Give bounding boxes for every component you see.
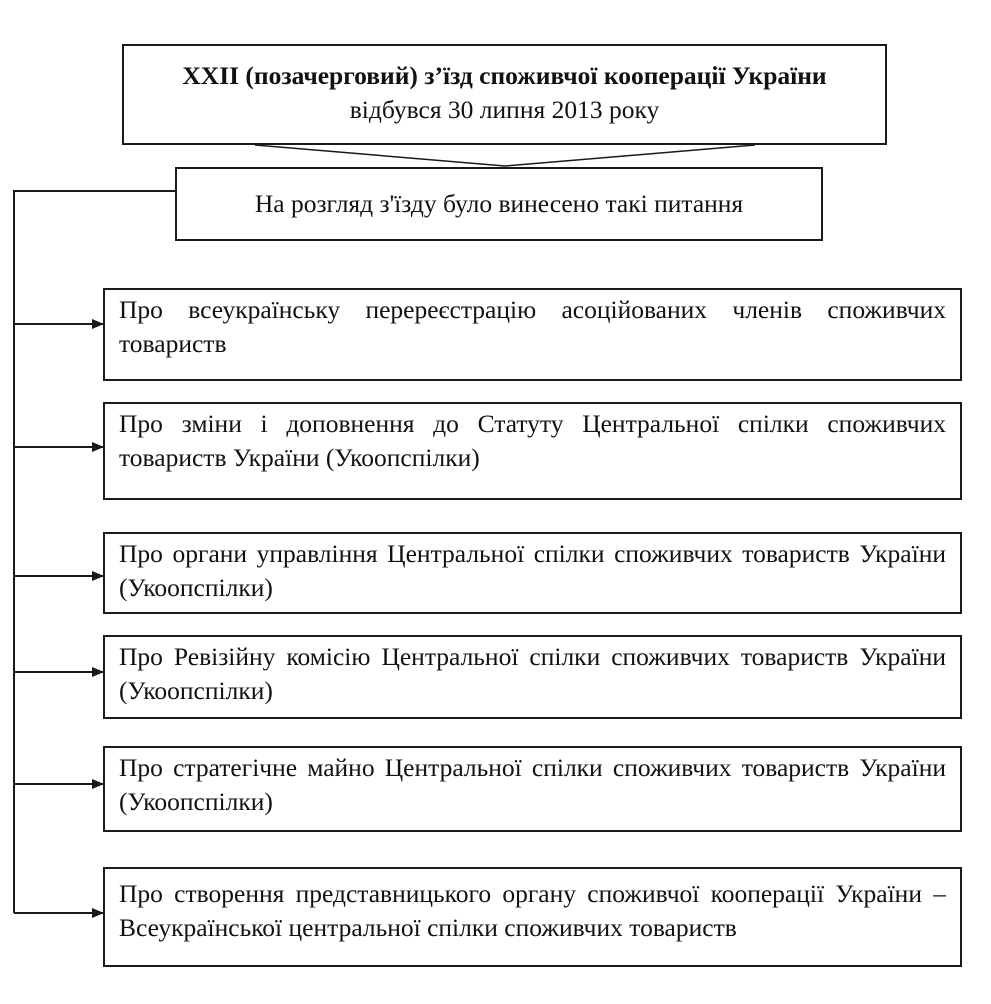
agenda-item-4: Про Ревізійну комісію Центральної спілки… (103, 635, 962, 719)
congress-title: XXII (позачерговий) з’їзд споживчої кооп… (182, 61, 827, 90)
agenda-item-1: Про всеукраїнську перереєстрацію асоційо… (103, 288, 962, 381)
agenda-item-2: Про зміни і доповнення до Статуту Центра… (103, 402, 962, 500)
agenda-item-3: Про органи управління Центральної спілки… (103, 532, 962, 614)
agenda-item-text: Про стратегічне майно Центральної спілки… (119, 753, 946, 816)
agenda-item-5: Про стратегічне майно Центральної спілки… (103, 746, 962, 832)
agenda-item-text: Про зміни і доповнення до Статуту Центра… (119, 409, 946, 472)
congress-date: відбувся 30 липня 2013 року (349, 95, 660, 124)
congress-header-box: XXII (позачерговий) з’їзд споживчої кооп… (122, 44, 887, 145)
agenda-item-text: Про Ревізійну комісію Центральної спілки… (119, 642, 946, 705)
agenda-item-6: Про створення представницького органу сп… (103, 867, 962, 967)
funnel-connector (254, 144, 756, 167)
agenda-intro-text: На розгляд з'їзду було винесено такі пит… (254, 189, 744, 218)
agenda-item-text: Про всеукраїнську перереєстрацію асоційо… (119, 295, 946, 358)
agenda-item-text: Про створення представницького органу сп… (119, 879, 946, 942)
agenda-item-text: Про органи управління Центральної спілки… (119, 539, 946, 602)
agenda-intro-box: На розгляд з'їзду було винесено такі пит… (175, 167, 823, 241)
